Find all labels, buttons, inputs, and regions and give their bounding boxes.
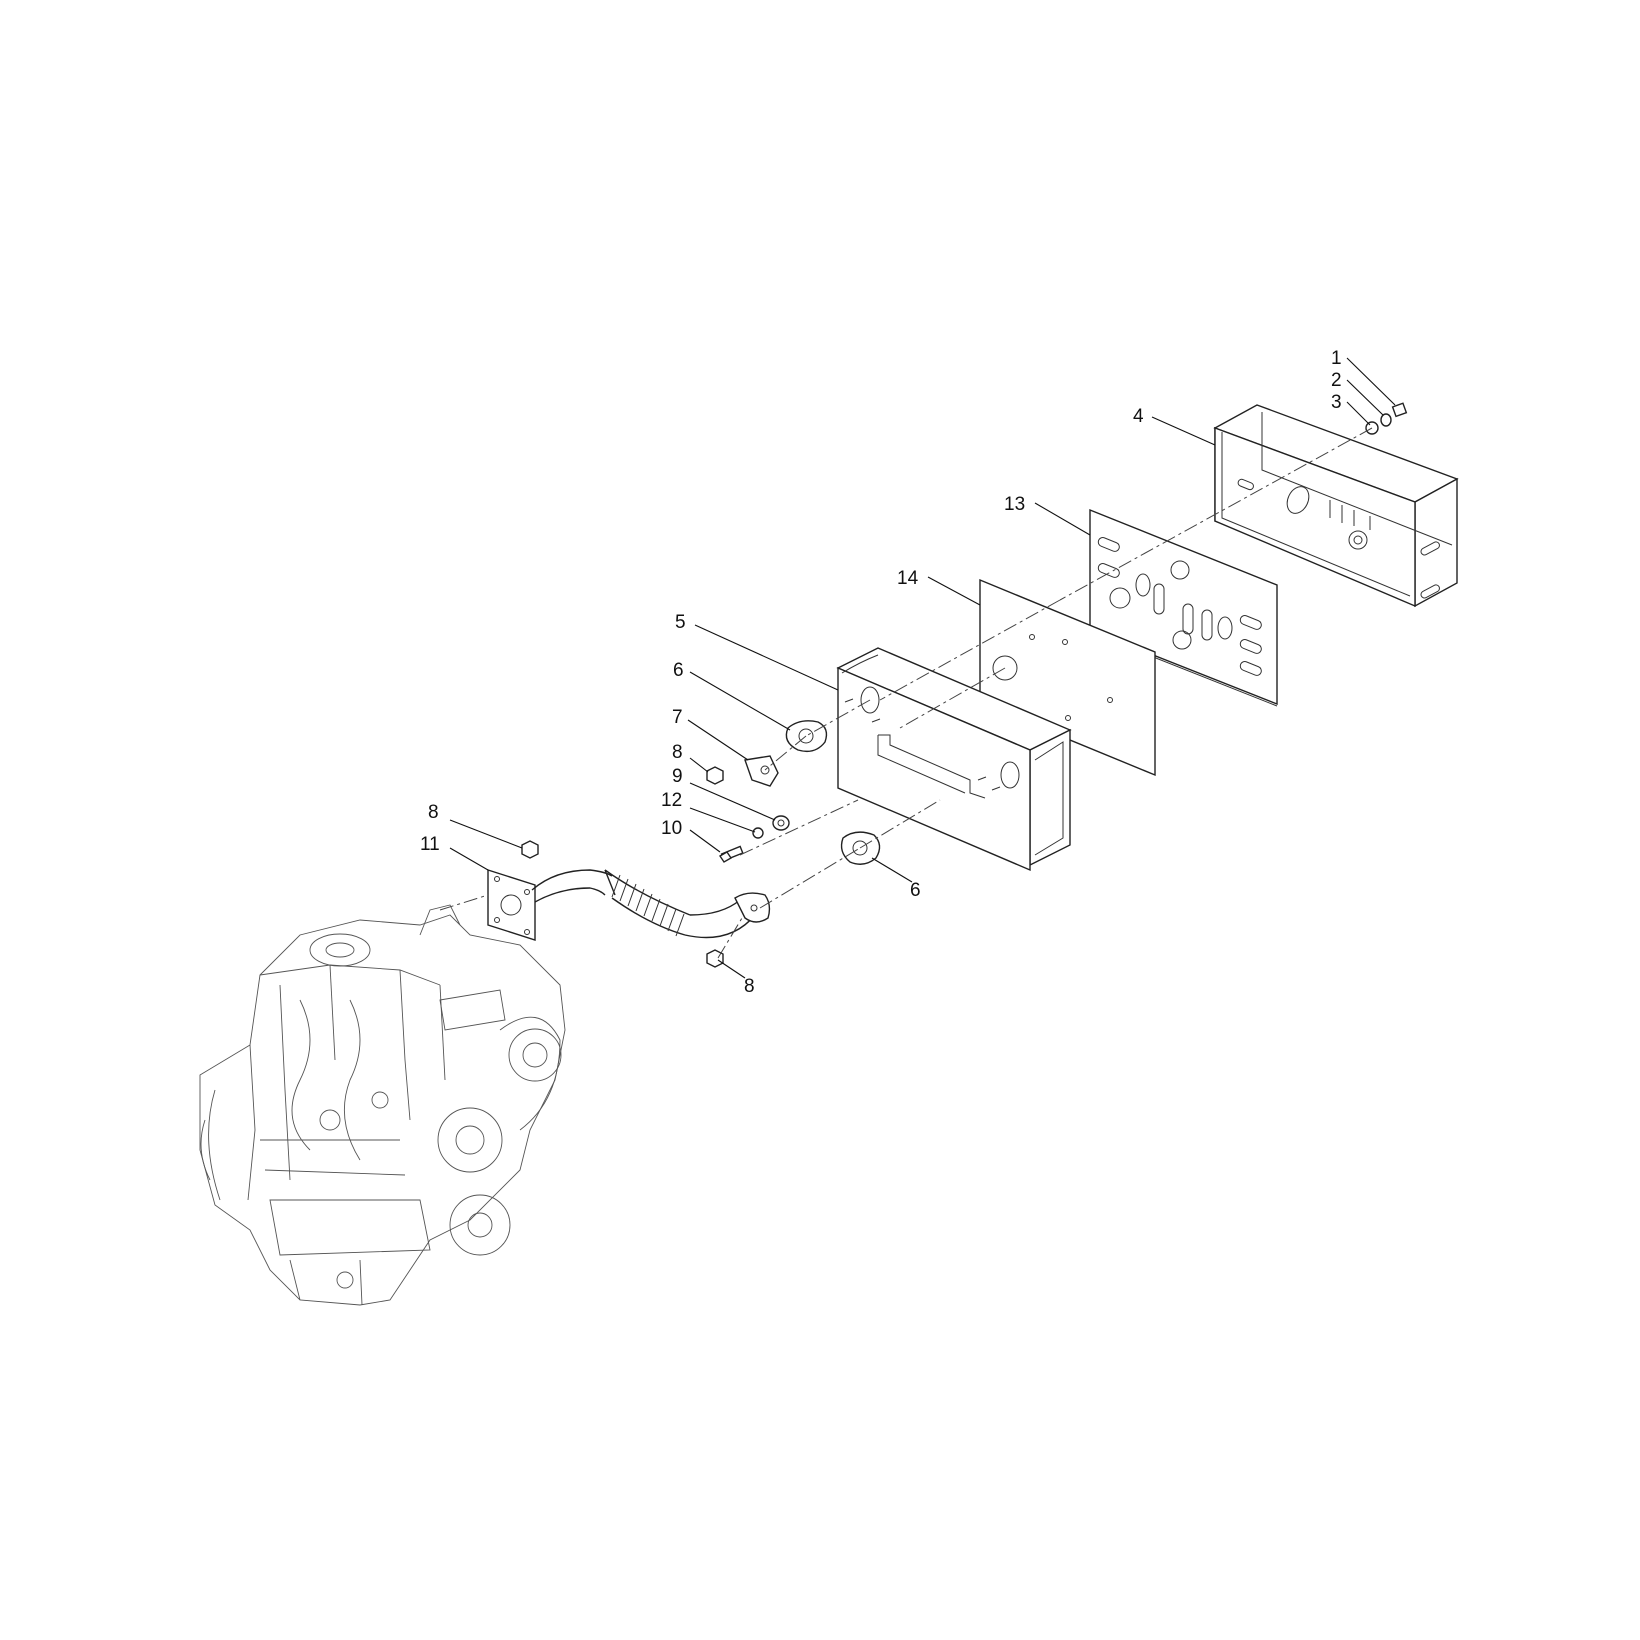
washer-12 bbox=[752, 827, 764, 839]
assembly-centre-lines bbox=[439, 427, 1373, 959]
washer-9 bbox=[772, 815, 790, 831]
part-gasket-sheet-14 bbox=[979, 578, 1156, 777]
hardware-1-2-3 bbox=[1365, 402, 1408, 435]
nut-8-upper bbox=[706, 766, 724, 785]
flex-bellows bbox=[611, 874, 685, 937]
bracket-7 bbox=[744, 755, 779, 787]
callout-11: 11 bbox=[420, 834, 440, 855]
part-heat-shield-box bbox=[1213, 404, 1459, 608]
nut-8-lower bbox=[706, 949, 724, 968]
callout-7: 7 bbox=[672, 707, 683, 728]
callout-1: 1 bbox=[1331, 348, 1342, 369]
callout-8-upper: 8 bbox=[672, 742, 683, 763]
part-muffler-5 bbox=[836, 647, 1072, 872]
callout-12: 12 bbox=[661, 790, 682, 811]
callout-14: 14 bbox=[897, 568, 919, 589]
callout-6-lower: 6 bbox=[910, 880, 921, 901]
callout-5: 5 bbox=[675, 612, 686, 633]
bolt-10 bbox=[719, 845, 744, 863]
callout-6-upper: 6 bbox=[673, 660, 684, 681]
callout-4: 4 bbox=[1133, 406, 1144, 427]
callout-2: 2 bbox=[1331, 370, 1342, 391]
callout-8-lower: 8 bbox=[744, 976, 755, 997]
gasket-6-upper bbox=[785, 720, 828, 753]
part-exhaust-pipe bbox=[487, 869, 771, 941]
callout-10: 10 bbox=[661, 818, 682, 839]
callout-labels: 1 2 3 4 13 14 5 6 7 8 9 12 10 8 11 6 8 bbox=[420, 348, 1342, 997]
callout-13: 13 bbox=[1004, 494, 1025, 515]
leader-lines bbox=[449, 357, 1396, 979]
callout-9: 9 bbox=[672, 766, 683, 787]
engine-block bbox=[199, 904, 566, 1306]
nut-8-left bbox=[521, 840, 539, 859]
callout-8-left: 8 bbox=[428, 802, 439, 823]
callout-3: 3 bbox=[1331, 392, 1342, 413]
plate-slots bbox=[1097, 537, 1262, 676]
part-plate-13 bbox=[1089, 508, 1278, 707]
